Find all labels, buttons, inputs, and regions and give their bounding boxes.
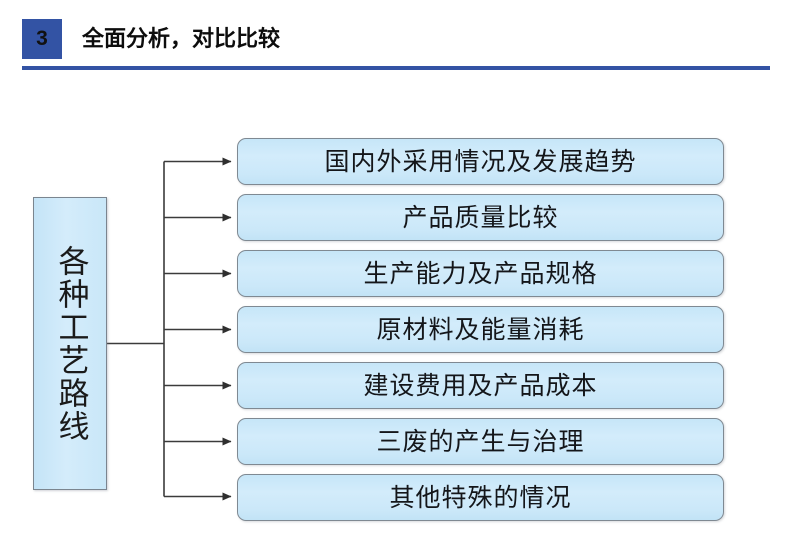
leaf-node-4[interactable]: 原材料及能量消耗 — [237, 306, 724, 353]
leaf-node-1-label: 国内外采用情况及发展趋势 — [324, 147, 637, 176]
step-number-badge: 3 — [22, 19, 62, 59]
leaf-node-6-label: 三废的产生与治理 — [376, 427, 585, 456]
root-node-process-routes[interactable]: 各种工艺路线 — [33, 197, 107, 490]
leaf-node-3-label: 生产能力及产品规格 — [363, 259, 598, 288]
page-header: 3 全面分析，对比比较 — [0, 0, 792, 75]
root-node-label: 各种工艺路线 — [52, 244, 89, 443]
process-comparison-diagram: 各种工艺路线 国内外采用情况及发展趋势 产品质量比较 生产能力及产品规格 原材料… — [0, 75, 792, 555]
leaf-node-5[interactable]: 建设费用及产品成本 — [237, 362, 724, 409]
leaf-node-1[interactable]: 国内外采用情况及发展趋势 — [237, 138, 724, 185]
header-divider-rule — [22, 66, 770, 70]
leaf-node-6[interactable]: 三废的产生与治理 — [237, 418, 724, 465]
leaf-node-5-label: 建设费用及产品成本 — [363, 371, 598, 400]
leaf-node-7-label: 其他特殊的情况 — [389, 483, 572, 512]
leaf-node-2[interactable]: 产品质量比较 — [237, 194, 724, 241]
leaf-node-7[interactable]: 其他特殊的情况 — [237, 474, 724, 521]
leaf-node-3[interactable]: 生产能力及产品规格 — [237, 250, 724, 297]
leaf-node-2-label: 产品质量比较 — [402, 203, 559, 232]
leaf-node-4-label: 原材料及能量消耗 — [376, 315, 585, 344]
page-title: 全面分析，对比比较 — [82, 26, 281, 51]
